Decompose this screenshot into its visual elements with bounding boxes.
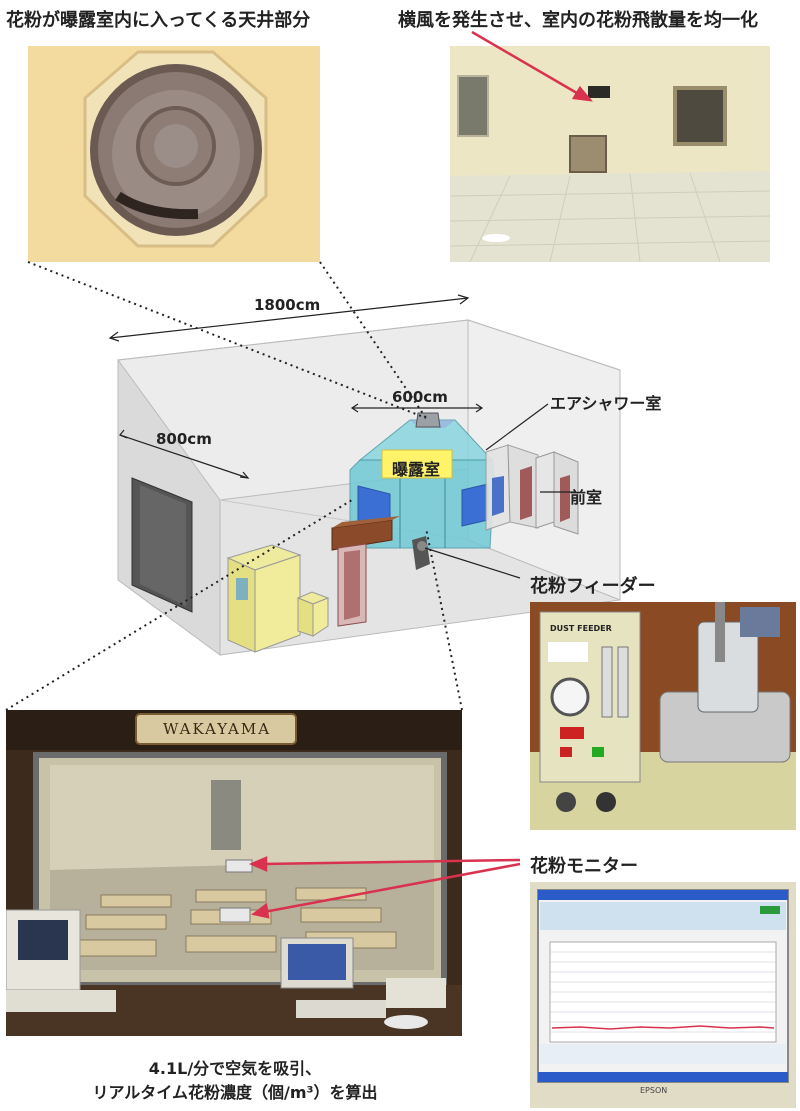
caption-ceiling: 花粉が曝露室内に入ってくる天井部分 (6, 10, 311, 31)
caption-bottom-line2: リアルタイム花粉濃度（個/m³）を算出 (92, 1083, 378, 1102)
dust-feeder-photo: DUST FEEDER (530, 602, 796, 830)
classroom-photo: WAKAYAMA (6, 710, 462, 1036)
caption-feeder: 花粉フィーダー (530, 576, 656, 597)
exposure-room-diagram (108, 294, 621, 656)
dimension-chamber-width: 600cm (392, 388, 448, 406)
room-crosswind-photo (450, 46, 770, 262)
caption-crosswind: 横風を発生させ、室内の花粉飛散量を均一化 (398, 10, 758, 31)
dimension-length: 1800cm (254, 296, 321, 314)
pollen-monitor-photo: EPSON (530, 882, 796, 1108)
chamber-label: 曝露室 (392, 460, 441, 479)
wakayama-sign: WAKAYAMA (162, 720, 272, 738)
caption-airshower: エアシャワー室 (550, 394, 662, 413)
ceiling-vent-photo (28, 46, 320, 262)
caption-anteroom: 前室 (570, 488, 603, 507)
monitor-brand-label: EPSON (640, 1086, 668, 1095)
feeder-panel-label: DUST FEEDER (550, 624, 612, 633)
caption-bottom-line1: 4.1L/分で空気を吸引、 (148, 1059, 322, 1078)
dimension-width: 800cm (156, 430, 212, 448)
caption-monitor: 花粉モニター (530, 856, 638, 877)
